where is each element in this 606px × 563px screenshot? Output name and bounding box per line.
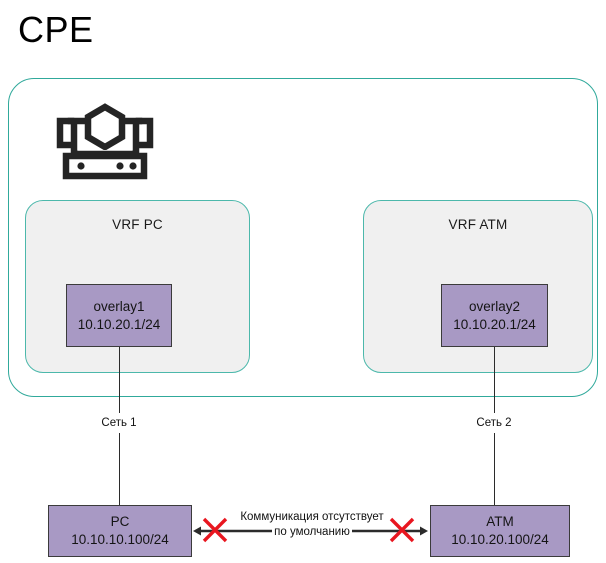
- cpe-container: [8, 78, 598, 397]
- link-line-overlay2-to-net2: [494, 347, 495, 413]
- blocked-x-icon-right: [387, 515, 417, 545]
- endpoint-node-atm[interactable]: ATM 10.10.20.100/24: [430, 505, 570, 557]
- blocked-x-icon-left: [200, 515, 230, 545]
- vrf-label-pc: VRF PC: [112, 217, 163, 232]
- blocked-caption-line-2: по умолчанию: [272, 525, 352, 540]
- router-icon: [48, 100, 162, 184]
- interface-node-overlay2[interactable]: overlay2 10.10.20.1/24: [441, 284, 548, 347]
- link-line-net2-to-atm: [494, 432, 495, 505]
- blocked-link-caption: Коммуникация отсутствует по умолчанию: [222, 510, 402, 540]
- pc-address: 10.10.10.100/24: [71, 532, 169, 547]
- endpoint-node-pc[interactable]: PC 10.10.10.100/24: [48, 505, 192, 557]
- pc-name: PC: [110, 514, 130, 529]
- vrf-label-atm: VRF ATM: [448, 217, 508, 232]
- overlay1-name: overlay1: [93, 298, 145, 314]
- blocked-caption-line-1: Коммуникация отсутствует: [238, 510, 386, 525]
- overlay1-address: 10.10.20.1/24: [77, 316, 161, 332]
- overlay2-name: overlay2: [468, 298, 521, 314]
- interface-node-overlay1[interactable]: overlay1 10.10.20.1/24: [66, 284, 172, 347]
- network-label-2: Сеть 2: [459, 413, 529, 433]
- page-title: CPE: [18, 9, 94, 50]
- atm-address: 10.10.20.100/24: [451, 532, 549, 547]
- link-line-net1-to-pc: [119, 432, 120, 505]
- network-label-1: Сеть 1: [84, 413, 154, 433]
- link-line-overlay1-to-net1: [119, 347, 120, 413]
- atm-name: ATM: [486, 514, 514, 529]
- overlay2-address: 10.10.20.1/24: [453, 316, 536, 332]
